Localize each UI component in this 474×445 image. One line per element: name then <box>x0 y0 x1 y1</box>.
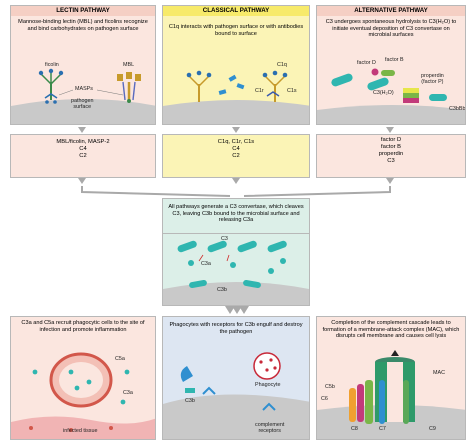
arrow-to-outcomes-right <box>239 306 249 314</box>
phagocytosis-description: Phagocytes with receptors for C3b engulf… <box>162 316 310 342</box>
phago-c3b-label: C3b <box>185 398 195 404</box>
classical-component-2: C4 <box>232 146 240 152</box>
alternative-component-3: properdin <box>378 151 404 157</box>
classical-component-3: C2 <box>232 153 240 159</box>
arrow-classical-merge <box>232 178 240 184</box>
arrow-to-outcomes-center <box>232 306 242 314</box>
lectin-component-2: C4 <box>79 146 87 152</box>
inflammation-illustration: C5a C3a infected tissue <box>10 342 156 440</box>
classical-header: CLASSICAL PATHWAY <box>162 5 310 16</box>
c1q-complex-right <box>262 70 288 102</box>
masps-label: MASPs <box>75 86 93 92</box>
classical-components: C1q, C1r, C1s C4 C2 <box>162 134 310 178</box>
c3h2o-label: C3(H₂O) <box>373 90 394 96</box>
arrow-alternative-down <box>386 127 394 133</box>
properdin-label: properdin (factor P) <box>421 73 444 85</box>
merge-line-left <box>81 186 231 197</box>
infected-tissue-label: infected tissue <box>63 428 98 434</box>
arrow-classical-down <box>232 127 240 133</box>
c6-label: C6 <box>321 396 328 402</box>
surface-word: surface <box>73 103 92 110</box>
classical-component-1: C1q, C1r, C1s <box>217 139 255 145</box>
ficolin-label: ficolin <box>45 62 59 68</box>
alternative-illustration: factor D factor B C3(H₂O) properdin (fac… <box>316 54 466 125</box>
factor-p-word: (factor P) <box>421 78 444 85</box>
c1s-label: C1s <box>287 88 297 94</box>
receptors-word-1: complement <box>255 422 285 428</box>
properdin-word: properdin <box>421 73 444 79</box>
mbl-label: MBL <box>123 62 135 68</box>
c1q-label: C1q <box>277 62 287 68</box>
mac-label: MAC <box>433 370 445 376</box>
merge-line-right <box>243 186 391 197</box>
c8-label: C8 <box>351 426 358 432</box>
c1r-label: C1r <box>255 88 264 94</box>
complement-receptors-label: complement receptors <box>255 422 284 434</box>
mac-illustration: MAC C5b C6 C8 C7 C9 <box>316 350 466 440</box>
factor-b-label: factor B <box>385 57 404 63</box>
pathogen-word: pathogen <box>71 98 94 104</box>
c3-label: C3 <box>221 236 228 242</box>
arrow-to-outcomes-left <box>225 306 235 314</box>
alternative-component-4: C3 <box>387 158 395 164</box>
alternative-component-1: factor D <box>380 137 402 143</box>
c5b-label: C5b <box>325 384 335 390</box>
arrow-alternative-merge <box>386 178 394 184</box>
alternative-component-2: factor B <box>381 144 401 150</box>
c5a-label: C5a <box>115 356 125 362</box>
receptors-word-2: receptors <box>258 428 281 434</box>
classical-description: C1q interacts with pathogen surface or w… <box>162 16 310 54</box>
inflammation-description: C3a and C5a recruit phagocytic cells to … <box>10 316 156 342</box>
classical-illustration: C1q C1r C1s <box>162 54 310 125</box>
alternative-components: factor D factor B properdin C3 <box>316 134 466 178</box>
phagocytosis-illustration: Phagocyte C3b complement receptors <box>162 342 310 440</box>
lectin-components: MBL/ficolin, MASP-2 C4 C2 <box>10 134 156 178</box>
convertase-description: All pathways generate a C3 convertase, w… <box>168 204 304 224</box>
ficolin-molecule <box>38 68 64 104</box>
c3b-label: C3b <box>217 287 227 293</box>
c1q-complex-left <box>186 70 212 102</box>
alternative-description: C3 undergoes spontaneous hydrolysis to C… <box>316 16 466 54</box>
mac-description: Completion of the complement cascade lea… <box>316 316 466 350</box>
lectin-component-3: C2 <box>79 153 87 159</box>
alternative-header: ALTERNATIVE PATHWAY <box>316 5 466 16</box>
factor-d-label: factor D <box>357 60 376 66</box>
c9-label: C9 <box>429 426 436 432</box>
lectin-illustration: ficolin MBL MASPs pathogen surface <box>10 54 156 125</box>
lectin-header: LECTIN PATHWAY <box>10 5 156 16</box>
phagocyte-label: Phagocyte <box>255 382 281 388</box>
arrow-lectin-merge <box>78 178 86 184</box>
convertase-box: All pathways generate a C3 convertase, w… <box>162 198 310 306</box>
inflammation-c3a-label: C3a <box>123 390 133 396</box>
mbl-molecule <box>117 72 141 103</box>
c7-label: C7 <box>379 426 386 432</box>
c3a-label: C3a <box>201 261 211 267</box>
c3bbb-label: C3bBb <box>449 106 466 112</box>
pathogen-label: pathogen surface <box>71 98 94 110</box>
arrow-lectin-down <box>78 127 86 133</box>
lectin-component-1: MBL/ficolin, MASP-2 <box>56 139 110 145</box>
lectin-description: Mannose-binding lectin (MBL) and ficolin… <box>10 16 156 54</box>
